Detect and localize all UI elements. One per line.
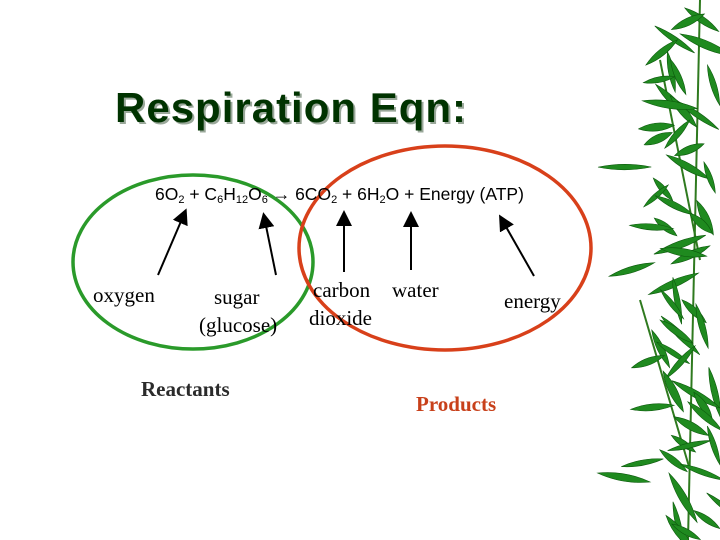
bamboo-leaf [659,288,685,320]
bamboo-leaf [707,425,720,466]
arrow-oxygen [157,208,188,276]
label-sugar: sugar [214,285,260,309]
products-circle [297,144,593,352]
bamboo-leaf [708,367,720,418]
equation-subscript: 2 [379,194,386,206]
bamboo-leaf [597,164,652,171]
equation-text: → 6CO [267,184,332,204]
bamboo-leaf [659,247,708,258]
bamboo-leaf [629,403,676,412]
bamboo-leaf [659,319,694,344]
bamboo-leaf [695,302,709,350]
equation-text: O + Energy (ATP) [385,184,524,204]
products-label: Products [416,392,497,416]
bamboo-leaf [643,132,673,146]
reactants-circle [71,173,315,351]
bamboo-leaf [667,440,711,451]
bamboo-leaf [654,25,695,54]
equation-text: 6O [155,184,179,204]
equation-text: + 6H [337,184,380,204]
bamboo-leaf [596,472,652,483]
equation-text: + C [184,184,218,204]
label-oxygen: oxygen [93,283,155,307]
bamboo-leaf [637,122,676,132]
bamboo-leaf [607,262,656,277]
bamboo-leaf [642,75,676,84]
bamboo-leaf [651,329,671,369]
equation-subscript: 2 [331,194,338,206]
bamboo-leaf [659,449,688,473]
bamboo-leaf [630,355,666,369]
arrow-energy [499,214,535,277]
bamboo-leaf [670,13,706,30]
bamboo-leaf [686,401,720,430]
bamboo-leaf [689,212,713,234]
equation-subscript: 2 [178,194,185,206]
bamboo-leaf [662,370,684,413]
arrow-sugar [258,212,277,276]
reactants-label: Reactants [141,377,230,401]
bamboo-leaf [621,458,664,468]
equation-subscript: 12 [235,194,249,206]
label-glucose: (glucose) [199,313,278,337]
bamboo-leaf [645,39,679,66]
bamboo-leaf [679,33,720,54]
label-water: water [392,278,439,302]
bamboo-leaf [668,472,698,524]
equation-subscript: 6 [217,194,224,206]
equation-subscript: 6 [261,194,268,206]
bamboo-leaf [696,199,714,236]
label-energy: energy [504,289,561,313]
equation-text: H [223,184,236,204]
bamboo-leaf [641,99,699,110]
bamboo-leaf [706,492,720,508]
bamboo-leaf [703,161,716,194]
bamboo-leaf [680,463,720,480]
bamboo-leaf [664,119,691,149]
equation-text: O [248,184,262,204]
bamboo-leaf [628,223,675,231]
label-carbon: carbon [313,278,371,302]
bamboo-leaf [673,143,705,156]
respiration-equation: 6O2 + C6H12O6 → 6CO2 + 6H2O + Energy (AT… [155,184,524,206]
label-dioxide: dioxide [309,306,372,330]
slide-title: Respiration Eqn: [115,84,468,131]
bamboo-leaf [670,58,687,96]
